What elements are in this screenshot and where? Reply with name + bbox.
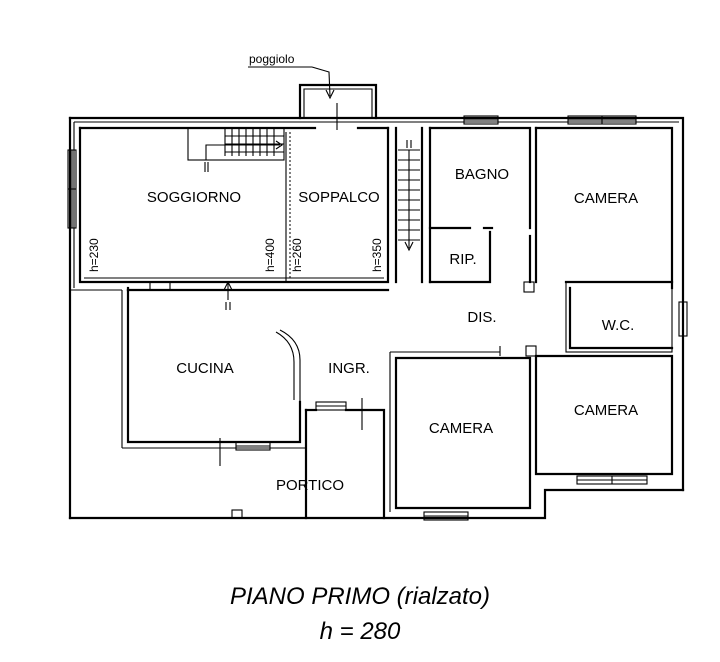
height-h350: h=350: [370, 238, 384, 272]
kitchen-walls: [121, 280, 390, 466]
plan-title: PIANO PRIMO (rialzato): [229, 583, 491, 610]
label-camera-mid: CAMERA: [429, 420, 493, 437]
label-soggiorno: SOGGIORNO: [147, 189, 241, 206]
plan-height: h = 280: [319, 618, 401, 645]
label-soppalco: SOPPALCO: [298, 189, 379, 206]
label-dis: DIS.: [467, 309, 496, 326]
label-bagno: BAGNO: [455, 166, 509, 183]
balcony: [248, 66, 378, 130]
label-poggiolo: poggiolo: [249, 52, 295, 66]
height-h260: h=260: [290, 238, 304, 272]
label-ingr: INGR.: [328, 360, 370, 377]
height-h400: h=400: [263, 238, 277, 272]
right-block-walls: [428, 126, 674, 476]
label-cucina: CUCINA: [176, 360, 234, 377]
windows: [67, 115, 688, 521]
label-camera-right: CAMERA: [574, 402, 638, 419]
label-portico: PORTICO: [276, 477, 344, 494]
label-camera-top: CAMERA: [574, 190, 638, 207]
entrance-walls: [70, 286, 532, 520]
stairs-central: [394, 126, 424, 284]
label-wc: W.C.: [602, 317, 635, 334]
stairs-soggiorno: [187, 127, 285, 172]
height-h230: h=230: [87, 238, 101, 272]
label-rip: RIP.: [449, 251, 476, 268]
exterior-walls: [68, 116, 685, 520]
